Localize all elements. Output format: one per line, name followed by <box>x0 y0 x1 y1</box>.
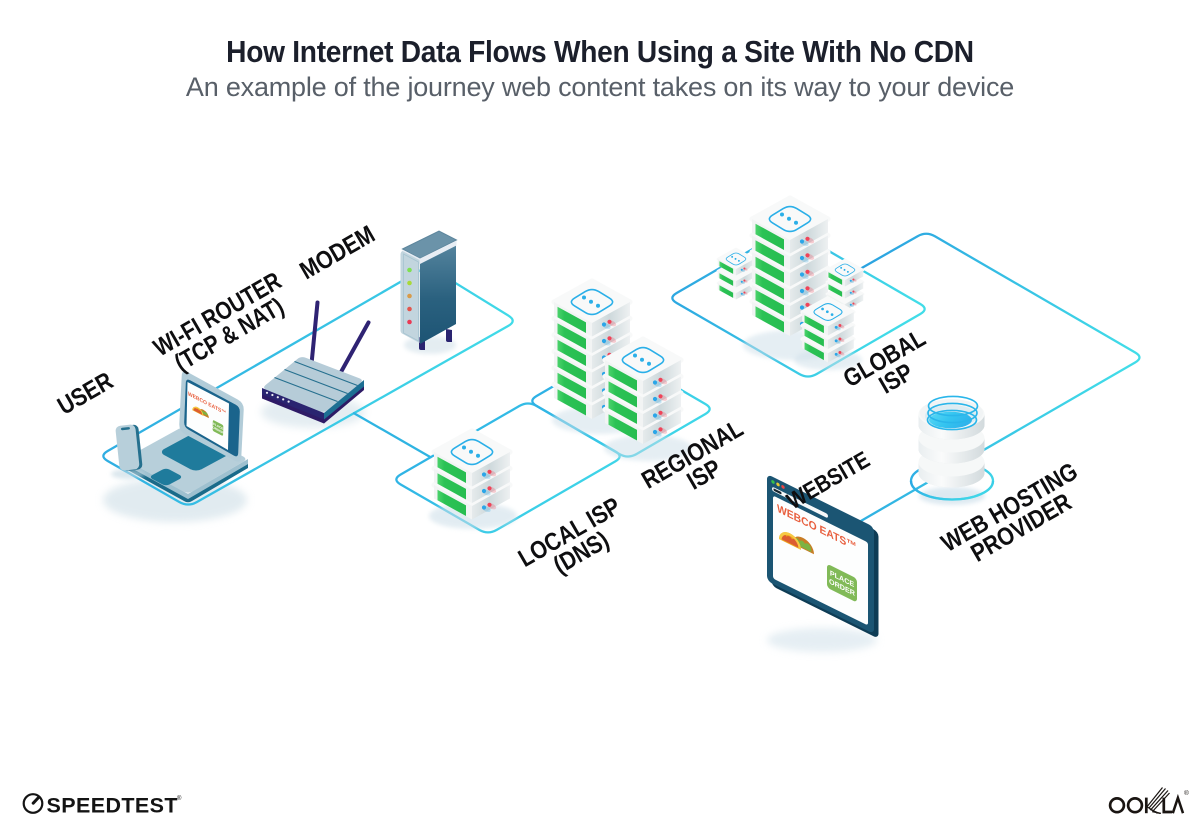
svg-text:USER: USER <box>53 366 118 420</box>
svg-text:MODEM: MODEM <box>295 220 380 285</box>
svg-text:SPEEDTEST: SPEEDTEST <box>47 794 178 818</box>
svg-text:PLACE: PLACE <box>213 422 224 432</box>
svg-text:ORDER: ORDER <box>212 425 224 435</box>
svg-text:®: ® <box>1184 789 1189 797</box>
svg-text:WEBSITE: WEBSITE <box>782 446 874 515</box>
svg-text:®: ® <box>177 795 182 802</box>
